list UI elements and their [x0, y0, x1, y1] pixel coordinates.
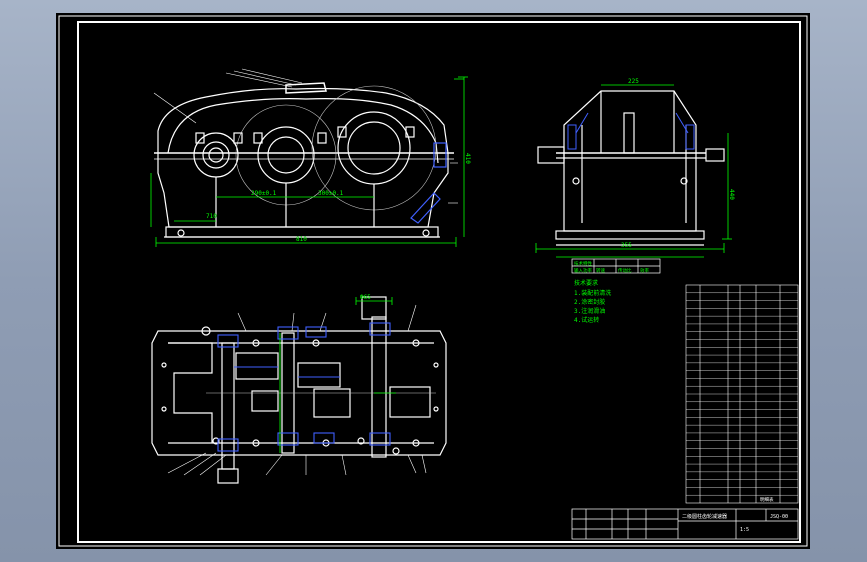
front-center-b-label: 300±0.1 [318, 190, 344, 197]
side-output-shaft [705, 148, 725, 162]
svg-text:转速: 转速 [596, 267, 605, 274]
outer-border [58, 15, 808, 547]
side-dim-text: 355 440 225 [621, 78, 735, 249]
plan-output-shaft [361, 296, 387, 320]
side-base [555, 230, 705, 240]
plan-dim-text: Ф65 710 [206, 213, 371, 301]
front-bearing-2 [257, 126, 315, 184]
plan-housing-outline [151, 330, 447, 456]
plan-small-label: Ф65 [360, 294, 371, 301]
side-dimensions [535, 84, 732, 258]
front-dimensions [150, 76, 468, 247]
front-housing-inner [167, 98, 439, 164]
side-top-label: 225 [628, 78, 639, 85]
side-housing-outline [563, 90, 697, 232]
parts-list-rows [686, 292, 798, 496]
inner-border [77, 21, 801, 543]
char-table-text: 技术特性 输入功率 转速 传动比 效率 [574, 260, 649, 274]
front-oil-gauge [410, 192, 441, 224]
front-bearing-3 [337, 111, 411, 185]
svg-text:1.装配前清洗: 1.装配前清洗 [574, 289, 611, 297]
front-length-label: 810 [296, 236, 307, 243]
svg-text:2.涂密封胶: 2.涂密封胶 [574, 298, 605, 306]
title-block [571, 508, 799, 540]
drawing-number: JSQ-00 [770, 514, 788, 520]
side-input-shaft [537, 146, 565, 164]
side-view [537, 90, 725, 246]
base-length-label: 710 [206, 213, 217, 220]
drawing-title: 二级圆柱齿轮减速器 [682, 513, 727, 520]
svg-text:传动比: 传动比 [618, 267, 632, 274]
front-view [153, 68, 458, 238]
svg-text:输入功率: 输入功率 [574, 267, 592, 274]
drawing-scale: 1:5 [740, 527, 749, 533]
side-height-label: 440 [728, 189, 735, 200]
char-table [571, 258, 661, 274]
front-housing-outline [157, 87, 449, 228]
plan-view [151, 296, 447, 484]
drawing-sheet: 810 290±0.1 300±0.1 410 [56, 13, 810, 549]
front-inspection-cover [285, 82, 327, 94]
front-dim-text: 810 290±0.1 300±0.1 410 [251, 153, 471, 243]
sheet-svg: 810 290±0.1 300±0.1 410 [58, 15, 808, 547]
svg-text:明细表: 明细表 [760, 496, 774, 503]
front-bearing-1 [193, 132, 239, 178]
tech-requirements: 技术要求 1.装配前清洗 2.涂密封胶 3.注润滑油 4.试运转 [574, 279, 611, 324]
title-block-text: 二级圆柱齿轮减速器 JSQ-00 1:5 [682, 513, 788, 533]
plan-hatch [217, 322, 391, 452]
front-center-a-label: 290±0.1 [251, 190, 277, 197]
svg-text:4.试运转: 4.试运转 [574, 316, 599, 324]
front-height-label: 410 [464, 153, 471, 164]
plan-dimensions [279, 297, 396, 453]
side-width-label: 355 [621, 242, 632, 249]
side-hatch [567, 112, 695, 150]
svg-text:3.注润滑油: 3.注润滑油 [574, 307, 605, 315]
tech-req-title: 技术要求 [574, 279, 598, 287]
plan-input-shaft [221, 342, 235, 470]
svg-text:技术特性: 技术特性 [574, 260, 592, 267]
parts-list-header: 明细表 [760, 496, 774, 503]
plan-shaft-3 [371, 316, 387, 458]
svg-text:效率: 效率 [640, 267, 649, 274]
